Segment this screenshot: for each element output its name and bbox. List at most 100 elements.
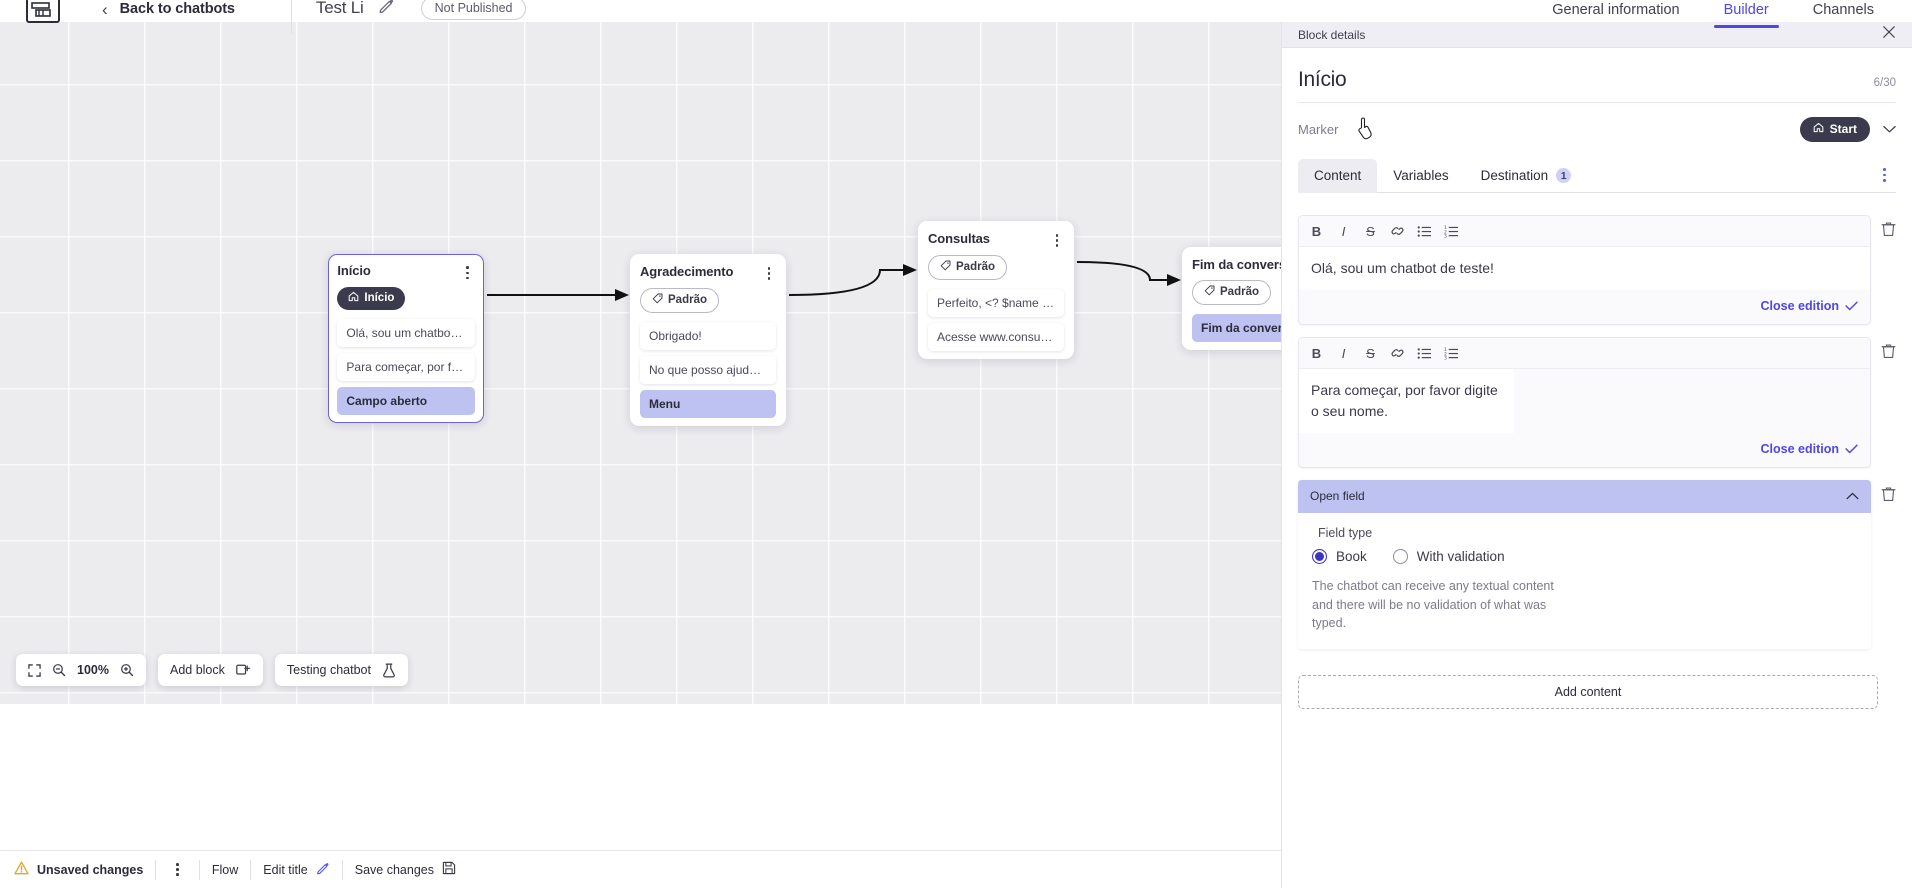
bullet-list-icon[interactable] [1411,342,1438,364]
italic-icon[interactable]: I [1341,223,1346,239]
header-divider [290,0,292,34]
status-divider [250,859,252,880]
link-icon[interactable] [1384,342,1411,364]
tab-content-label: Content [1314,168,1362,183]
strikethrough-icon[interactable]: S [1366,345,1375,361]
radio-book[interactable]: Book [1312,548,1367,564]
radio-with-validation-label: With validation [1416,548,1505,564]
add-block-icon [236,663,251,677]
node-row[interactable]: Olá, sou um chatbot de teste! [337,319,475,348]
node-row[interactable]: Fim da conversa [1192,314,1281,342]
trash-icon[interactable] [1881,215,1896,242]
tag-icon [940,260,951,274]
tab-destination[interactable]: Destination 1 [1465,159,1588,193]
tab-variables[interactable]: Variables [1377,159,1464,193]
italic-icon[interactable]: I [1341,345,1346,361]
content-editor-block: B I S [1298,215,1896,326]
node-row[interactable]: Para começar, por favor digite o ... [337,353,475,382]
node-title: Início [337,263,371,279]
home-icon [1813,122,1824,136]
add-content-button[interactable]: Add content [1298,675,1878,710]
node-header: Agradecimento [640,264,776,280]
open-field-block: Open field Field type [1298,479,1896,650]
save-changes-button[interactable]: Save changes [355,861,456,878]
trash-icon[interactable] [1881,480,1896,507]
svg-text:3: 3 [1444,355,1447,360]
close-edition-button[interactable]: Close edition [1761,442,1858,456]
logo-icon[interactable] [26,0,60,23]
flow-button[interactable]: Flow [212,863,238,877]
numbered-list-icon[interactable]: 1 2 3 [1438,220,1465,242]
close-icon[interactable] [1882,25,1896,44]
node-tag-default: Padrão [640,287,719,313]
zoom-out-icon[interactable] [52,663,66,677]
editor-toolbar: B I S [1299,338,1870,370]
chevron-down-icon[interactable] [1883,121,1896,139]
tab-content[interactable]: Content [1298,159,1378,193]
node-kebab-icon[interactable] [1050,231,1064,247]
save-changes-label: Save changes [354,862,434,877]
status-divider [198,859,200,880]
block-name: Início [1298,68,1347,91]
svg-text:1: 1 [1444,347,1447,353]
svg-text:2: 2 [1444,351,1447,357]
node-tag-start: Início [337,287,406,311]
close-edition-button[interactable]: Close edition [1761,299,1858,313]
flow-canvas[interactable]: Início Início Olá, sou um chatbot de tes… [0,22,1281,704]
node-kebab-icon[interactable] [762,264,776,280]
node-row[interactable]: Menu [640,389,776,418]
tab-builder[interactable]: Builder [1713,2,1779,28]
header-tabs: General information Builder Channels [1552,0,1912,28]
radio-dot-icon [1392,548,1408,564]
panel-tabs-kebab-icon[interactable] [1873,168,1896,182]
bullet-list-icon[interactable] [1411,220,1438,242]
flow-node-agradecimento[interactable]: Agradecimento Padrão Obrigado! No que po… [630,254,786,426]
node-title: Consultas [928,231,990,246]
add-block-button[interactable]: Add block [157,654,263,686]
node-tag-default: Padrão [1192,280,1271,305]
node-row[interactable]: Obrigado! [640,321,776,350]
testing-chatbot-button[interactable]: Testing chatbot [274,654,408,686]
node-row[interactable]: No que posso ajudar, <? $name ... [640,355,776,384]
status-kebab-icon[interactable] [168,863,187,876]
node-row[interactable]: Perfeito, <? $name ?>! [928,288,1064,317]
node-title: Fim da conversa [1192,257,1281,272]
tab-channels[interactable]: Channels [1812,1,1874,18]
panel-title-bar: Block details [1282,22,1912,48]
flow-node-inicio[interactable]: Início Início Olá, sou um chatbot de tes… [328,254,484,423]
close-edition-label: Close edition [1760,299,1839,314]
rich-text-editor[interactable]: B I S [1298,337,1871,468]
open-field-header[interactable]: Open field [1298,479,1871,513]
rich-text-editor[interactable]: B I S [1298,215,1871,326]
bold-icon[interactable]: B [1311,223,1322,239]
tab-general-information[interactable]: General information [1552,1,1680,18]
bold-icon[interactable]: B [1311,345,1322,361]
open-field-description: The chatbot can receive any textual cont… [1312,578,1554,631]
radio-with-validation[interactable]: With validation [1392,548,1505,564]
content-editor-block: B I S [1298,337,1896,468]
node-row[interactable]: Acesse www.consultas.com par... [928,322,1064,351]
flow-node-fim-da-conversa[interactable]: Fim da conversa Padrão Fim da conversa [1182,247,1281,350]
strikethrough-icon[interactable]: S [1366,223,1375,239]
flow-node-consultas[interactable]: Consultas Padrão Perfeito, <? $name ?>! … [918,221,1074,359]
node-row[interactable]: Campo aberto [337,387,475,416]
back-chevron-icon[interactable]: ‹ [102,0,108,19]
tag-icon [1204,285,1215,299]
marker-select[interactable]: Start [1799,117,1870,142]
editor-text[interactable]: Para começar, por favor digite o seu nom… [1299,369,1514,433]
editor-text[interactable]: Olá, sou um chatbot de teste! [1299,247,1870,291]
chevron-up-icon[interactable] [1846,487,1859,505]
back-to-chatbots-link[interactable]: Back to chatbots [119,1,235,17]
zoom-in-icon[interactable] [120,663,134,677]
trash-icon[interactable] [1881,337,1896,364]
edit-title-button[interactable]: Edit title [263,861,329,878]
block-details-panel: Block details Início 6/30 Marker [1281,22,1912,888]
pencil-icon[interactable] [378,0,395,19]
fit-screen-icon[interactable] [28,663,41,677]
numbered-list-icon[interactable]: 1 2 3 [1438,342,1465,364]
block-name-row: Início 6/30 [1298,48,1896,103]
node-kebab-icon[interactable] [461,263,475,280]
link-icon[interactable] [1384,220,1411,242]
unsaved-changes-label: Unsaved changes [37,862,144,877]
open-field-accordion: Open field Field type [1298,479,1871,650]
